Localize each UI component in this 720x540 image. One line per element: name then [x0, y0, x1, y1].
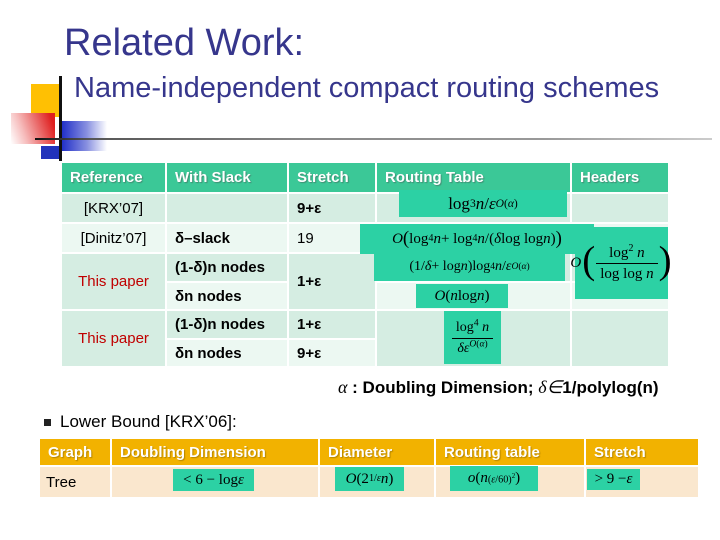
formula-tree-doubling-dimension: < 6 − log ε — [173, 469, 254, 491]
cell-dinitz-reference: [Dinitz’07] — [62, 224, 165, 252]
cell-dinitz-slack: δ–slack — [167, 224, 287, 252]
cell-krx-headers — [572, 194, 668, 222]
decoration-blue-square — [62, 121, 107, 151]
decoration-yellow-square — [31, 84, 61, 117]
cell-paper1-stretch: 1+ε — [289, 254, 375, 309]
column-header-reference: Reference — [62, 163, 165, 192]
slide-title: Related Work: — [64, 22, 305, 64]
column-header-with-slack: With Slack — [167, 163, 287, 192]
cell-paper2-reference: This paper — [62, 311, 165, 366]
column-header-stretch2: Stretch — [586, 439, 698, 465]
cell-paper1-reference: This paper — [62, 254, 165, 309]
cell-tree-graph: Tree — [40, 467, 110, 497]
slide-subtitle: Name-independent compact routing schemes — [74, 72, 660, 104]
decoration-blue-square-small — [41, 146, 61, 159]
square-bullet-icon — [44, 418, 51, 426]
cell-paper2-stretch-b: 9+ε — [289, 340, 375, 366]
cell-paper2-slack-a: (1-δ)n nodes — [167, 311, 287, 338]
cell-paper2-slack-b: δn nodes — [167, 340, 287, 366]
cell-paper1-slack-a: (1-δ)n nodes — [167, 254, 287, 281]
cell-paper2-stretch-a: 1+ε — [289, 311, 375, 338]
cell-krx-reference: [KRX’07] — [62, 194, 165, 222]
alpha-symbol: α — [338, 377, 348, 397]
definitions-text: : Doubling Dimension; — [347, 378, 539, 397]
lower-bound-label: Lower Bound [KRX’06]: — [60, 412, 237, 431]
column-header-graph: Graph — [40, 439, 110, 465]
decoration-horizontal-rule — [35, 138, 712, 140]
column-header-doubling-dimension: Doubling Dimension — [112, 439, 318, 465]
formula-tree-routing-table: o(n(ε/60)2) — [450, 466, 538, 491]
formula-tree-stretch: > 9 − ε — [587, 469, 640, 490]
column-header-stretch: Stretch — [289, 163, 375, 192]
cell-paper2-headers — [572, 311, 668, 366]
formula-paper1-routing-b: O(n log n) — [416, 284, 508, 308]
column-header-routing-table: Routing Table — [377, 163, 570, 192]
cell-krx-slack — [167, 194, 287, 222]
cell-paper1-slack-b: δn nodes — [167, 283, 287, 309]
column-header-diameter: Diameter — [320, 439, 434, 465]
column-header-headers: Headers — [572, 163, 668, 192]
cell-krx-stretch: 9+ε — [289, 194, 375, 222]
decoration-vertical-line — [59, 76, 62, 161]
column-header-routing-table2: Routing table — [436, 439, 584, 465]
lower-bound-note: Lower Bound [KRX’06]: — [44, 412, 237, 432]
delta-in-symbol: δ∈ — [538, 377, 563, 397]
polylog-text: 1/polylog(n) — [562, 378, 659, 397]
definitions-note: α : Doubling Dimension; δ∈1/polylog(n) — [338, 377, 659, 398]
